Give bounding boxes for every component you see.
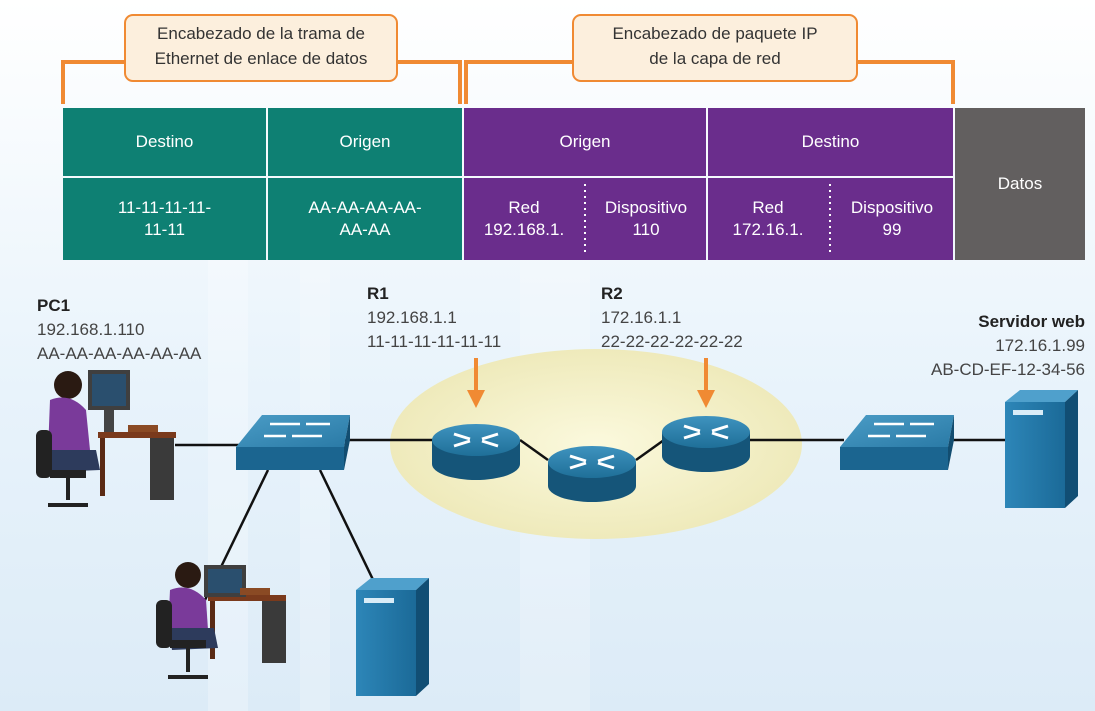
r2-label: R2 172.16.1.1 22-22-22-22-22-22 xyxy=(601,282,743,354)
callout-line: Ethernet de enlace de datos xyxy=(154,49,368,68)
ip-src-dev-value: 110 xyxy=(632,220,660,239)
data-cell: Datos xyxy=(955,108,1085,260)
web-server-icon xyxy=(1005,390,1078,508)
ip-src-header: Origen xyxy=(464,108,706,176)
ip-header-callout: Encabezado de paquete IP de la capa de r… xyxy=(572,14,858,82)
switch-left-icon xyxy=(236,415,350,470)
pc1-mac: AA-AA-AA-AA-AA-AA xyxy=(37,344,202,363)
ip-src-net-value: 192.168.1. xyxy=(483,220,565,239)
web-server-ip: 172.16.1.99 xyxy=(995,336,1085,355)
r1-ip: 192.168.1.1 xyxy=(367,308,457,327)
router-r1-icon xyxy=(432,424,520,480)
ip-src-net-label: Red xyxy=(508,198,540,217)
router-r2-icon xyxy=(662,416,750,472)
ip-dest-net-value: 172.16.1. xyxy=(732,220,804,239)
lan-server-icon xyxy=(356,578,429,696)
eth-dest-line: 11-11-11-11- xyxy=(117,198,212,217)
arrow-r1 xyxy=(467,358,485,408)
switch-right-icon xyxy=(840,415,954,470)
eth-src-line: AA-AA xyxy=(339,220,391,239)
callout-line: de la capa de red xyxy=(649,49,781,68)
callout-line: Encabezado de la trama de xyxy=(157,24,365,43)
eth-dest-header: Destino xyxy=(63,108,266,176)
r2-name: R2 xyxy=(601,284,623,303)
pc1-ip: 192.168.1.110 xyxy=(37,320,145,339)
pc1-label: PC1 192.168.1.110 AA-AA-AA-AA-AA-AA xyxy=(37,294,201,366)
ip-dest-network: Red 172.16.1. xyxy=(710,178,826,260)
r2-mac: 22-22-22-22-22-22 xyxy=(601,332,743,351)
ethernet-header-callout: Encabezado de la trama de Ethernet de en… xyxy=(124,14,398,82)
r1-name: R1 xyxy=(367,284,389,303)
router-middle-icon xyxy=(548,446,636,502)
r1-label: R1 192.168.1.1 11-11-11-11-11-11 xyxy=(367,282,501,354)
pc2-workstation-icon xyxy=(156,562,286,679)
web-server-label: Servidor web 172.16.1.99 AB-CD-EF-12-34-… xyxy=(931,310,1085,382)
eth-src-header: Origen xyxy=(268,108,462,176)
eth-dest-value: 11-11-11-11- 11-11 xyxy=(63,178,266,260)
ip-bracket xyxy=(464,60,955,104)
web-server-mac: AB-CD-EF-12-34-56 xyxy=(931,360,1085,379)
ip-dest-dev-label: Dispositivo xyxy=(850,198,934,217)
pc1-name: PC1 xyxy=(37,296,71,315)
ip-src-device: Dispositivo 110 xyxy=(588,178,704,260)
eth-src-line: AA-AA-AA-AA- xyxy=(308,198,422,217)
eth-dest-line: 11-11 xyxy=(144,220,185,239)
r1-mac: 11-11-11-11-11-11 xyxy=(367,332,502,351)
eth-src-value: AA-AA-AA-AA- AA-AA xyxy=(268,178,462,260)
r2-ip: 172.16.1.1 xyxy=(601,308,682,327)
ip-dest-net-label: Red xyxy=(752,198,784,217)
network-cloud xyxy=(390,349,802,539)
ethernet-bracket xyxy=(61,60,462,104)
web-server-name: Servidor web xyxy=(978,312,1085,331)
ip-src-network: Red 192.168.1. xyxy=(466,178,582,260)
ip-src-dev-label: Dispositivo xyxy=(604,198,688,217)
ip-dest-device: Dispositivo 99 xyxy=(834,178,950,260)
ip-dest-header: Destino xyxy=(708,108,953,176)
pc1-workstation-icon xyxy=(36,370,176,507)
callout-line: Encabezado de paquete IP xyxy=(612,24,818,43)
arrow-r2 xyxy=(697,358,715,408)
ip-dest-dev-value: 99 xyxy=(882,220,902,239)
